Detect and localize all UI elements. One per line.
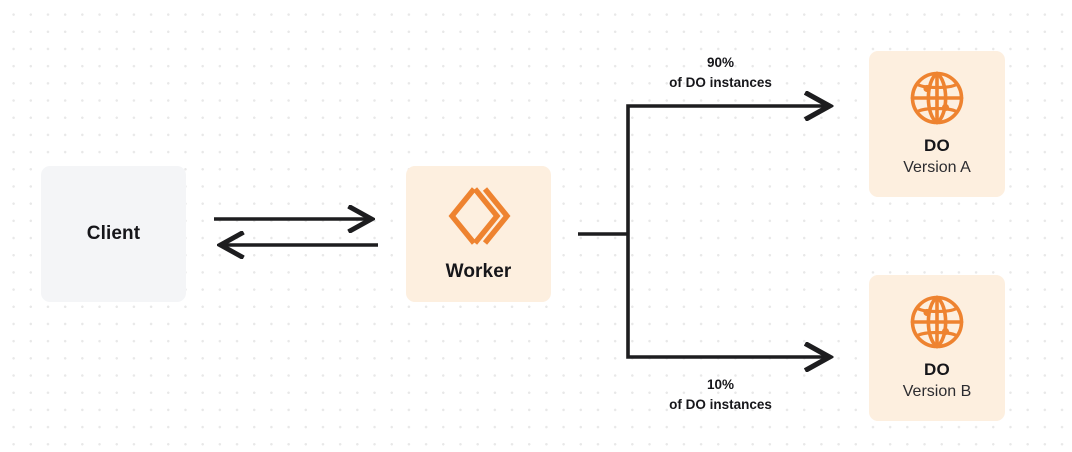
node-client-label: Client [86, 223, 141, 244]
edge-label-do-b-percent: 10% [706, 377, 735, 392]
node-client[interactable]: Client [41, 166, 186, 302]
node-do-version-a[interactable]: DO Version A [869, 51, 1005, 197]
edge-label-do-b-caption: of DO instances [669, 396, 772, 412]
globe-icon [908, 293, 966, 351]
edge-worker-to-do-b [626, 234, 829, 357]
node-do-a-label: DO [924, 136, 950, 156]
cloudflare-workers-icon [447, 185, 511, 247]
node-do-b-sublabel: Version B [902, 382, 972, 400]
node-do-version-b[interactable]: DO Version B [869, 275, 1005, 421]
node-do-a-sublabel: Version A [903, 158, 971, 176]
globe-icon [908, 69, 966, 127]
edge-label-do-a-caption: of DO instances [669, 74, 772, 90]
edge-label-do-b: 10% of DO instances [598, 375, 843, 414]
node-do-b-label: DO [924, 360, 950, 380]
node-worker[interactable]: Worker [406, 166, 551, 302]
node-worker-label: Worker [445, 261, 512, 282]
edge-label-do-a-percent: 90% [706, 55, 735, 70]
edge-worker-to-do-a [626, 106, 829, 234]
edge-label-do-a: 90% of DO instances [598, 53, 843, 92]
